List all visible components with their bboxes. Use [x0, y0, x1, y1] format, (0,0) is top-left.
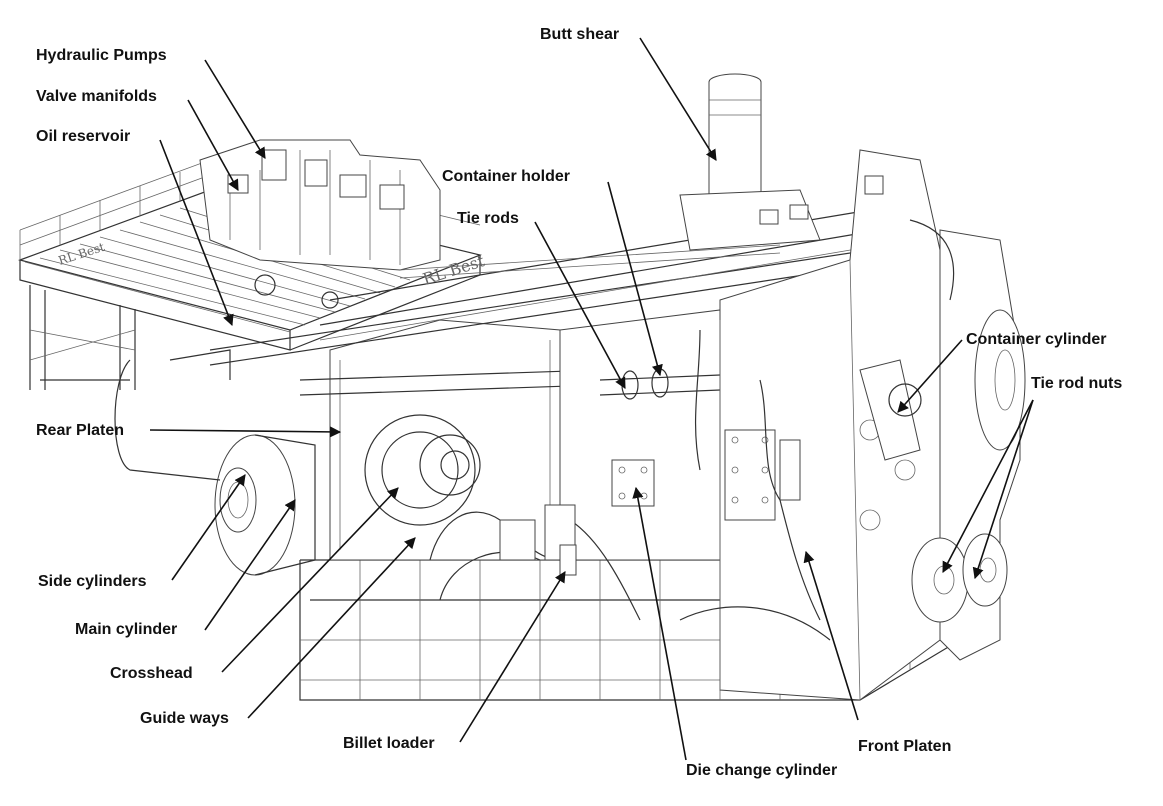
leader-die-change-cylinder	[632, 486, 687, 761]
leader-valve-manifolds	[187, 99, 239, 191]
label-die-change-cylinder: Die change cylinder	[686, 762, 838, 779]
leader-butt-shear	[639, 37, 717, 161]
leader-oil-reservoir	[159, 139, 234, 327]
leader-container-cylinder	[897, 339, 963, 413]
label-crosshead: Crosshead	[110, 665, 193, 682]
label-rear-platen: Rear Platen	[36, 422, 125, 439]
pump-units	[199, 139, 441, 309]
hydraulic-piping	[114, 219, 955, 641]
label-container-cylinder: Container cylinder	[966, 331, 1107, 348]
leader-rear-platen	[149, 426, 342, 438]
label-side-cylinders: Side cylinders	[38, 573, 147, 590]
leader-side-cylinders	[171, 474, 246, 581]
leader-lines	[149, 37, 1034, 761]
butt-shear-column	[679, 73, 821, 251]
label-billet-loader: Billet loader	[343, 735, 435, 752]
side-cylinder-drum	[214, 434, 316, 576]
label-valve-manifolds: Valve manifolds	[36, 88, 157, 105]
leader-tie-rod-nut-2	[972, 399, 1034, 580]
leader-front-platen	[803, 550, 859, 721]
leader-container-holder	[607, 181, 663, 377]
leader-crosshead	[221, 487, 399, 673]
label-butt-shear: Butt shear	[540, 26, 620, 43]
label-guide-ways: Guide ways	[140, 710, 229, 727]
label-main-cylinder: Main cylinder	[75, 621, 178, 638]
leader-guide-ways	[247, 537, 416, 719]
leader-tie-rods	[534, 221, 626, 389]
leader-main-cylinder	[204, 499, 296, 631]
label-oil-reservoir: Oil reservoir	[36, 128, 131, 145]
leader-billet-loader	[459, 571, 566, 743]
front-end-cylinders	[859, 229, 1026, 661]
leader-tie-rod-nut-1	[942, 399, 1034, 573]
label-tie-rods: Tie rods	[457, 210, 519, 227]
label-front-platen: Front Platen	[858, 738, 952, 755]
leader-hydraulic-pumps	[204, 59, 266, 159]
billet-loader-unit	[499, 504, 577, 576]
label-container-holder: Container holder	[442, 168, 571, 185]
label-hydraulic-pumps: Hydraulic Pumps	[36, 47, 167, 64]
label-tie-rod-nuts: Tie rod nuts	[1031, 375, 1123, 392]
